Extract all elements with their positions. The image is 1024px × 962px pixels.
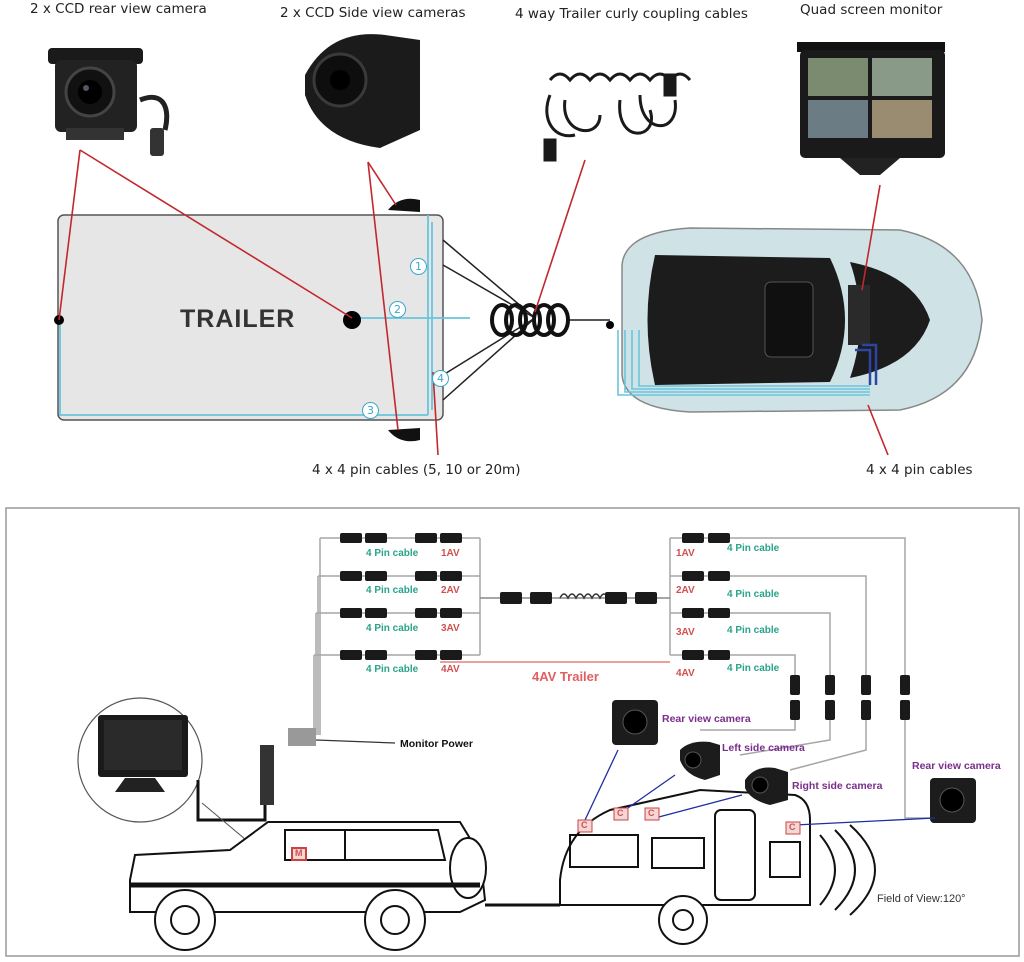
left-connectors [340, 533, 462, 660]
circle-number-2: 2 [389, 301, 406, 318]
label-side-cameras: 2 x CCD Side view cameras [280, 5, 466, 21]
left-av-3: 3AV [441, 623, 460, 634]
right-av-3: 3AV [676, 627, 695, 638]
circle-number-1: 1 [410, 258, 427, 275]
rear-cam-bottom-2 [930, 778, 976, 823]
label-coupling-cables: 4 way Trailer curly coupling cables [515, 6, 748, 22]
right-camera-label: Right side camera [792, 780, 883, 792]
suv-drawing [129, 821, 487, 951]
right-av-1: 1AV [676, 548, 695, 559]
circle-number-4: 4 [432, 370, 449, 387]
label-quad-monitor: Quad screen monitor [800, 2, 943, 18]
right-connectors [682, 533, 910, 720]
quad-monitor-image [797, 42, 945, 175]
label-rear-camera: 2 x CCD rear view camera [30, 1, 207, 17]
rear-cam-bottom-1 [612, 700, 658, 745]
label-trailer-cables: 4 x 4 pin cables (5, 10 or 20m) [312, 462, 521, 478]
left-cable-label-4: 4 Pin cable [366, 664, 419, 675]
marker-cam-3: C [648, 808, 655, 818]
curly-cable-bottom [500, 592, 657, 604]
coiled-cable [490, 303, 570, 337]
right-av-2: 2AV [676, 585, 695, 596]
right-cable-label-3: 4 Pin cable [727, 625, 780, 636]
marker-cam-2: C [617, 808, 624, 818]
rear-camera-label-1: Rear view camera [662, 713, 751, 725]
right-cable-label-2: 4 Pin cable [727, 589, 780, 600]
right-cable-label-1: 4 Pin cable [727, 543, 780, 554]
right-cam-bottom [745, 767, 788, 805]
left-cam-bottom [680, 741, 720, 780]
label-car-cables: 4 x 4 pin cables [866, 462, 973, 478]
monitor-bottom [77, 697, 396, 861]
left-cable-label-3: 4 Pin cable [366, 623, 419, 634]
left-av-1: 1AV [441, 548, 460, 559]
left-cable-label-2: 4 Pin cable [366, 585, 419, 596]
left-cable-label-1: 4 Pin cable [366, 548, 419, 559]
car-top-view [617, 227, 983, 413]
marker-monitor: M [295, 848, 303, 858]
trailer-4av-label: 4AV Trailer [532, 669, 599, 684]
marker-cam-1: C [581, 820, 588, 830]
circle-number-3: 3 [362, 402, 379, 419]
rear-camera-image [48, 48, 170, 156]
coupling-cable-image [543, 72, 692, 162]
side-camera-image [305, 34, 420, 148]
field-of-view-label: Field of View:120° [877, 893, 966, 905]
right-av-4: 4AV [676, 668, 695, 679]
rear-camera-label-2: Rear view camera [912, 760, 1001, 772]
left-av-4: 4AV [441, 664, 460, 675]
left-av-2: 2AV [441, 585, 460, 596]
marker-cam-4: C [789, 822, 796, 832]
trailer-label: TRAILER [180, 305, 296, 333]
right-cable-label-4: 4 Pin cable [727, 663, 780, 674]
left-camera-label: Left side camera [722, 742, 805, 754]
monitor-power-label: Monitor Power [400, 738, 473, 750]
